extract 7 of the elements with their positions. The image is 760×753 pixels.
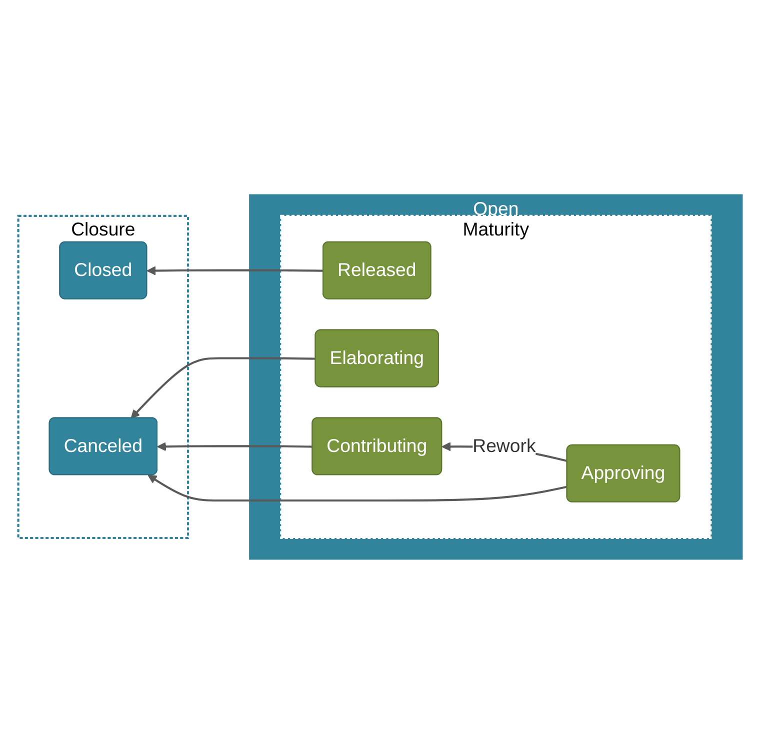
- cluster: [17, 214, 190, 539]
- arrow: [130, 356, 316, 418]
- arrow: [146, 266, 324, 275]
- arrow: [157, 442, 313, 451]
- arrow: [148, 474, 568, 502]
- cluster: [249, 194, 743, 560]
- cluster: [280, 214, 712, 539]
